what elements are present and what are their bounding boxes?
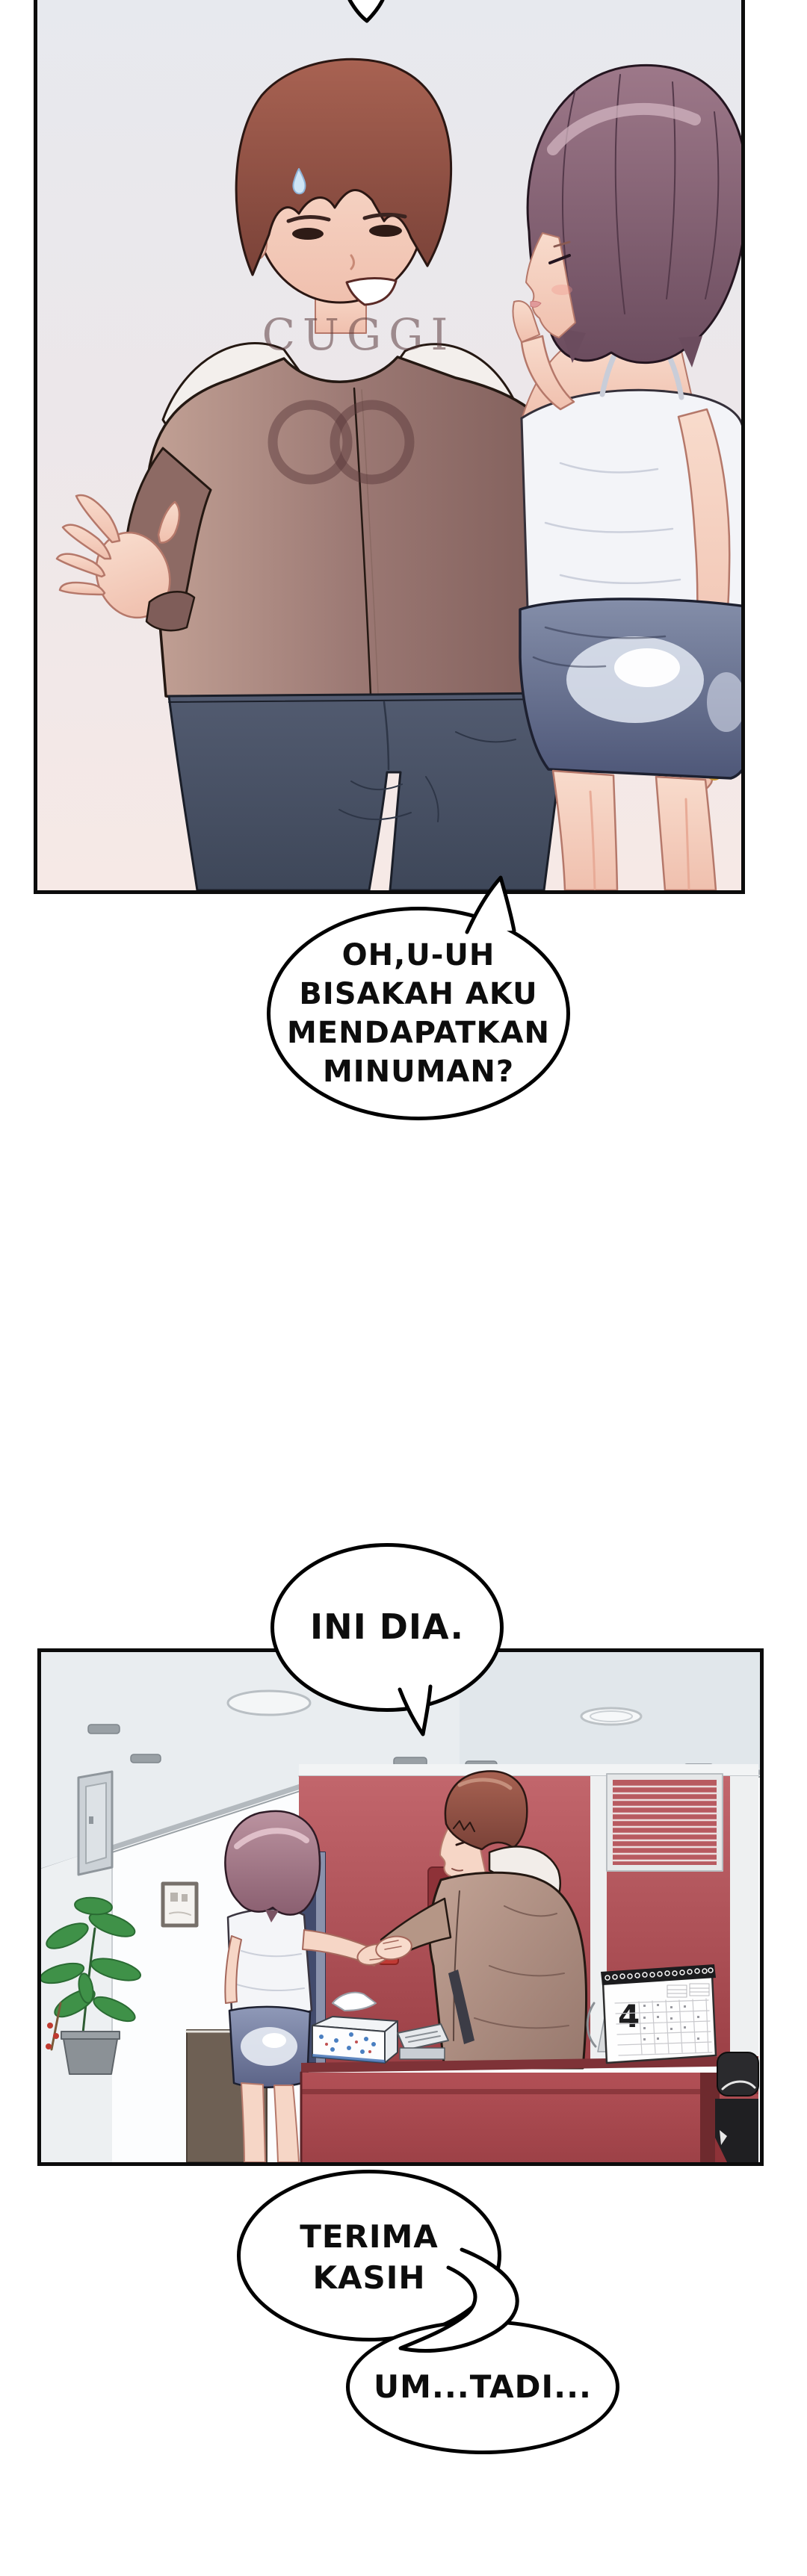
woman-character bbox=[512, 63, 741, 890]
gg-logo bbox=[268, 400, 415, 485]
woman-hair bbox=[526, 63, 741, 364]
open-hand bbox=[55, 494, 181, 619]
speech-bubble-4: UM...TADI... bbox=[346, 2320, 619, 2454]
man-eye bbox=[292, 228, 324, 240]
sweat-drop bbox=[292, 168, 306, 195]
woman-hand bbox=[512, 300, 540, 343]
man-eye bbox=[369, 225, 402, 237]
handoff-hands bbox=[356, 1935, 412, 1966]
printer bbox=[397, 2023, 449, 2060]
panel-office-art: 4 bbox=[41, 1652, 760, 2162]
speech-bubble-2: INI DIA. bbox=[270, 1543, 504, 1712]
speech-bubble-1: OH,U-UH BISAKAH AKU MENDAPATKAN MINUMAN? bbox=[267, 907, 570, 1120]
speech-bubble-2-text: INI DIA. bbox=[310, 1607, 464, 1648]
tissue-box bbox=[312, 1991, 398, 2064]
man-mouth bbox=[345, 276, 398, 306]
speech-bubble-3: TERIMA KASIH bbox=[237, 2170, 501, 2341]
office-desk bbox=[300, 2056, 758, 2162]
potted-plant bbox=[41, 1896, 141, 2075]
woman-leg bbox=[273, 2085, 300, 2162]
woman-leg bbox=[551, 769, 619, 890]
office-woman bbox=[224, 1810, 380, 2162]
man-hair bbox=[444, 1770, 528, 1851]
woman-lips bbox=[530, 300, 542, 308]
zipper bbox=[353, 387, 372, 696]
woman-hair bbox=[224, 1810, 321, 1916]
panel-office: 4 bbox=[37, 1648, 764, 2166]
woman-eyelash bbox=[548, 254, 571, 264]
calendar-number: 4 bbox=[618, 1998, 640, 2035]
woman-arm bbox=[224, 1935, 242, 2004]
speech-bubble-4-text: UM...TADI... bbox=[373, 2368, 592, 2405]
woman-leg bbox=[655, 775, 717, 890]
tank-top bbox=[226, 1908, 313, 2019]
desk-calendar: 4 bbox=[586, 1964, 717, 2064]
speech-bubble-3-text: TERIMA KASIH bbox=[300, 2218, 439, 2296]
panel-couple-art: CUGGI bbox=[55, 58, 741, 890]
picture-frame bbox=[161, 1881, 199, 1928]
man-hair bbox=[235, 58, 453, 276]
louver-vent bbox=[606, 1773, 723, 1872]
wall-vent-panel bbox=[77, 1770, 114, 1876]
woman-arm bbox=[520, 335, 575, 411]
ceiling-lamp bbox=[226, 1689, 312, 1716]
man-character: CUGGI bbox=[55, 58, 613, 890]
panel-couple: CUGGI bbox=[34, 0, 745, 894]
office-man bbox=[380, 1770, 588, 2070]
speech-bubble-1-text: OH,U-UH BISAKAH AKU MENDAPATKAN MINUMAN? bbox=[287, 938, 550, 1089]
woman-leg bbox=[241, 2082, 266, 2162]
office-chair bbox=[715, 2052, 759, 2162]
hoodie-brand-text: CUGGI bbox=[262, 309, 456, 360]
jeans bbox=[167, 692, 563, 890]
calendar-grid bbox=[614, 1998, 713, 2056]
